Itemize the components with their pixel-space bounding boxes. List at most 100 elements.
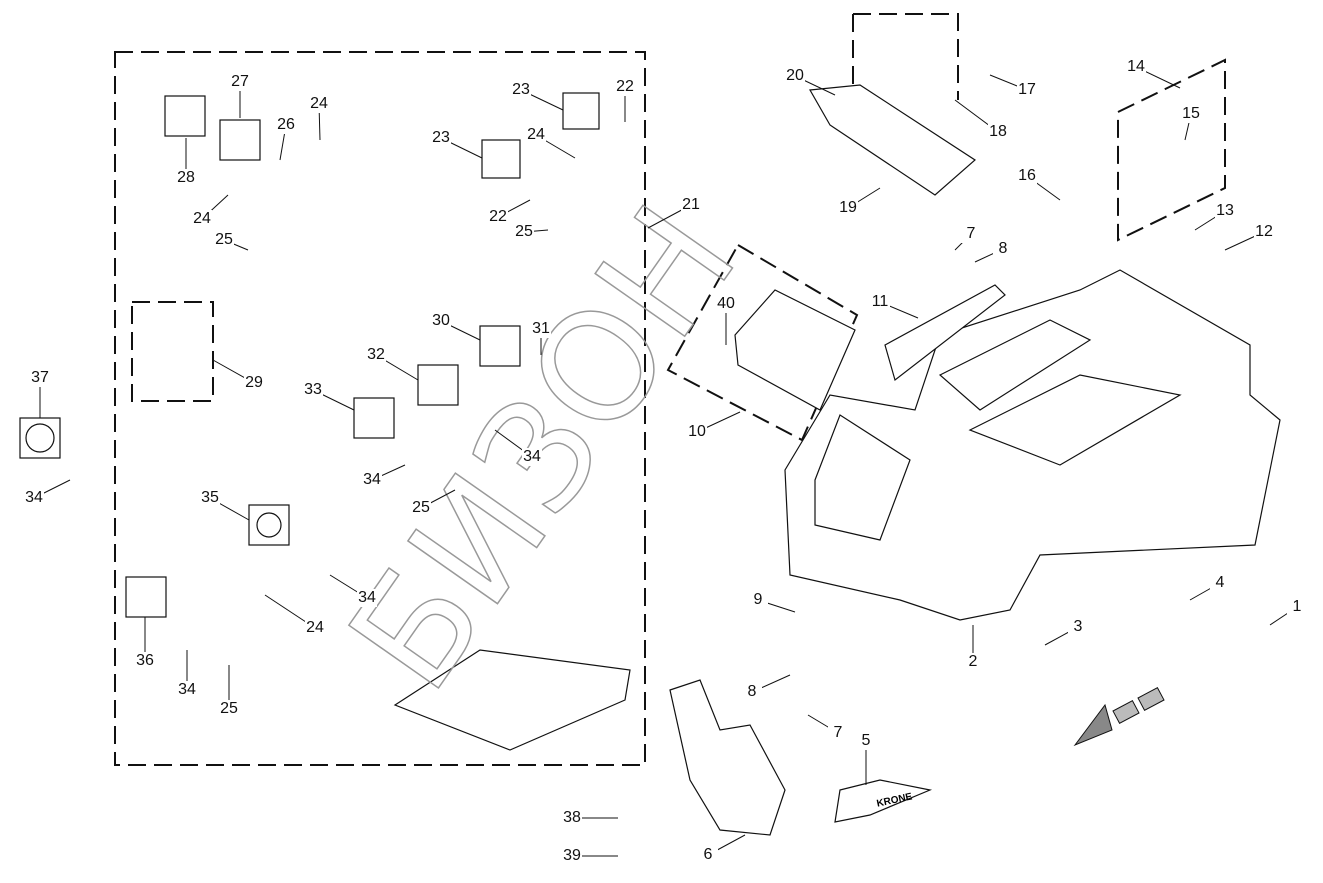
callout-number: 34: [523, 448, 541, 465]
callout-number: 35: [201, 489, 219, 506]
callout-number: 22: [616, 78, 634, 95]
callout-background: [961, 225, 981, 243]
direction-arrow: [1073, 703, 1113, 747]
callout-number: 30: [432, 312, 450, 329]
callout-number: 39: [563, 847, 581, 864]
symbol-hitch-tile: [353, 397, 395, 439]
callout-number: 36: [136, 652, 154, 669]
callout-background: [681, 196, 701, 214]
callout-number: 21: [682, 196, 700, 213]
symbol-battery-tile: [219, 119, 261, 161]
callout-background: [963, 653, 983, 671]
callout-number: 25: [412, 499, 430, 516]
callout-background: [357, 589, 377, 607]
callout-background: [988, 123, 1008, 141]
callout-background: [230, 73, 250, 91]
callout-number: 4: [1216, 574, 1225, 591]
callout-number: 34: [363, 471, 381, 488]
callout-background: [522, 448, 542, 466]
callout-background: [1068, 618, 1088, 636]
callout-background: [303, 381, 323, 399]
group-29-boundary: [131, 301, 214, 402]
callout-background: [1215, 202, 1235, 220]
callout-number: 7: [967, 225, 976, 242]
callout-background: [828, 724, 848, 742]
callout-number: 14: [1127, 58, 1145, 75]
callout-background: [785, 67, 805, 85]
callout-number: 23: [432, 129, 450, 146]
group-21-boundary: [114, 51, 646, 766]
callout-background: [488, 208, 508, 226]
display-unit-10: [734, 289, 856, 411]
console-opening-left: [814, 414, 911, 541]
callout-number: 12: [1255, 223, 1273, 240]
symbol-axle-tile: [417, 364, 459, 406]
callout-background: [526, 126, 546, 144]
callout-number: 38: [563, 809, 581, 826]
callout-number: 9: [754, 591, 763, 608]
callout-background: [431, 312, 451, 330]
mounting-bracket-20: [809, 84, 976, 196]
arrow-block: [1112, 699, 1140, 725]
symbol-axle-lock-tile: [479, 325, 521, 367]
callout-number: 3: [1074, 618, 1083, 635]
callout-number: 24: [527, 126, 545, 143]
callout-number: 27: [231, 73, 249, 90]
callout-background: [362, 471, 382, 489]
callout-background: [244, 374, 264, 392]
callout-number: 26: [277, 116, 295, 133]
symbol-lock-tile: [164, 95, 206, 137]
callout-number: 11: [872, 293, 889, 310]
callout-number: 25: [515, 223, 533, 240]
callout-background: [531, 320, 551, 338]
callout-background: [305, 619, 325, 637]
callout-number: 37: [31, 369, 49, 386]
callout-background: [838, 199, 858, 217]
callout-background: [716, 295, 736, 313]
console-opening-rear: [968, 374, 1182, 466]
symbol-tool-tile: [562, 92, 600, 130]
callout-number: 29: [245, 374, 263, 391]
callout-number: 32: [367, 346, 385, 363]
callout-background: [1126, 58, 1146, 76]
callout-background: [615, 78, 635, 96]
callout-background: [176, 169, 196, 187]
callout-background: [30, 369, 50, 387]
joystick-6: [669, 679, 786, 836]
callout-background: [1210, 574, 1230, 592]
callout-background: [511, 81, 531, 99]
parking-brake-icon: [256, 512, 282, 538]
callout-background: [742, 683, 762, 701]
callout-number: 24: [310, 95, 328, 112]
callout-background: [562, 847, 582, 865]
callout-number: 8: [999, 240, 1008, 257]
callout-background: [856, 732, 876, 750]
switch-panel-base: [393, 649, 631, 751]
callout-background: [219, 700, 239, 718]
steering-wheel-icon: [25, 423, 55, 453]
symbol-tool-tile: [481, 139, 521, 179]
callout-number: 1: [1293, 598, 1302, 615]
callout-number: 20: [786, 67, 804, 84]
callout-background: [1017, 81, 1037, 99]
callout-background: [309, 95, 329, 113]
callout-number: 34: [178, 681, 196, 698]
symbol-header-tile: [125, 576, 167, 618]
callout-number: 8: [748, 683, 757, 700]
callout-number: 40: [717, 295, 735, 312]
callout-background: [687, 423, 707, 441]
callout-number: 15: [1182, 105, 1200, 122]
callout-number: 2: [969, 653, 978, 670]
console-cover-plate-11: [884, 284, 1006, 382]
callout-number: 24: [193, 210, 211, 227]
callout-background: [276, 116, 296, 134]
callout-background: [200, 489, 220, 507]
callout-background: [514, 223, 534, 241]
callout-number: 5: [862, 732, 871, 749]
callout-background: [366, 346, 386, 364]
callout-number: 25: [215, 231, 233, 248]
callout-background: [1254, 223, 1274, 241]
